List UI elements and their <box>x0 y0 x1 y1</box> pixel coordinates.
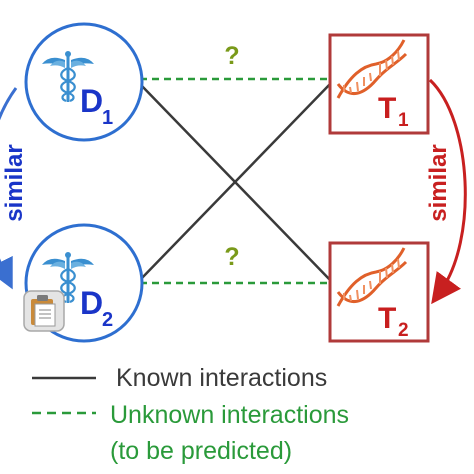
drug-d2-subscript: 2 <box>102 309 113 331</box>
drug-similarity-arrow <box>0 87 18 290</box>
target-t1-letter: T <box>378 92 396 125</box>
target-node-t1: T 1 <box>328 33 430 135</box>
clipboard-icon <box>23 290 65 332</box>
legend-known-label: Known interactions <box>116 364 328 392</box>
target-t2-subscript: 2 <box>398 320 409 341</box>
legend-unknown-note: (to be predicted) <box>110 437 293 465</box>
known-edge-d2-t1 <box>139 81 333 281</box>
unknown-mark-top: ? <box>224 42 239 70</box>
drug-d2-letter: D <box>80 285 103 321</box>
unknown-mark-bottom: ? <box>224 243 239 271</box>
legend-unknown-label: Unknown interactions <box>110 401 350 429</box>
drug-d1-subscript: 1 <box>102 107 113 129</box>
target-t2-letter: T <box>378 302 396 335</box>
target-similarity-label: similar <box>425 144 452 221</box>
drug-similarity-label: similar <box>1 144 28 221</box>
target-t1-subscript: 1 <box>398 110 409 131</box>
drug-d1-letter: D <box>80 83 103 119</box>
drug-node-d1: D 1 <box>24 22 144 142</box>
known-edge-d1-t2 <box>139 83 333 283</box>
target-node-t2: T 2 <box>328 241 430 343</box>
target-similarity-arrow <box>428 78 467 305</box>
